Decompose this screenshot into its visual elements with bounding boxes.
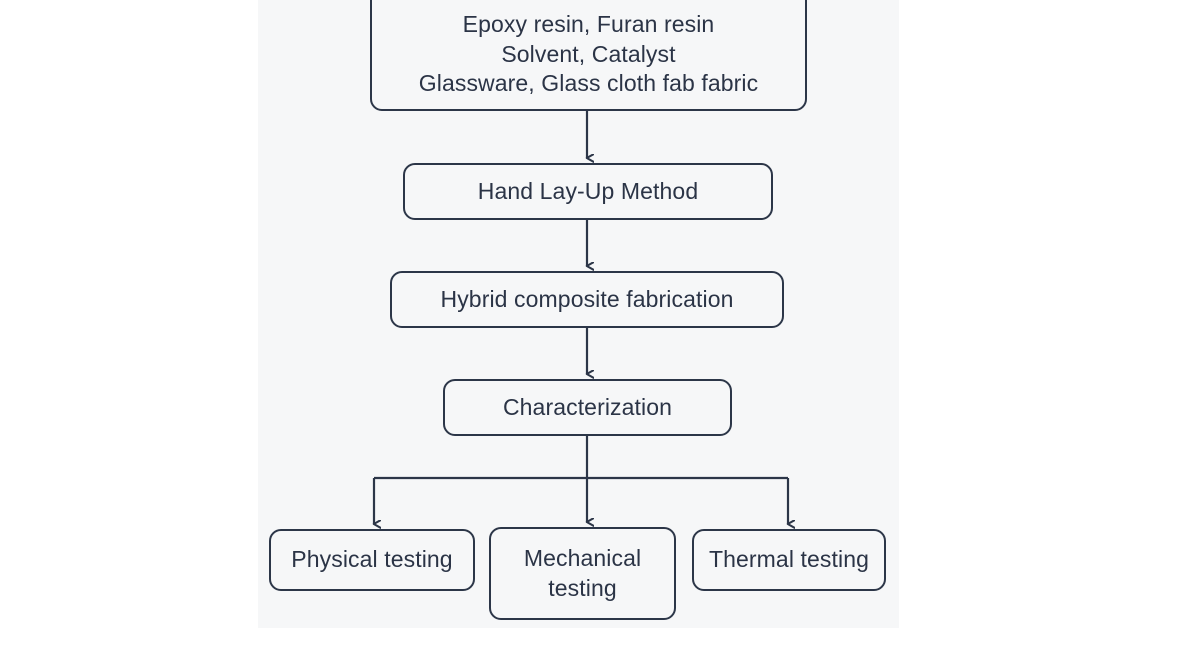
node-materials: Epoxy resin, Furan resin Solvent, Cataly…: [370, 0, 807, 111]
node-thermal-testing: Thermal testing: [692, 529, 886, 591]
node-hand-layup-method: Hand Lay-Up Method: [403, 163, 773, 220]
node-characterization: Characterization: [443, 379, 732, 436]
node-hybrid-composite-fabrication: Hybrid composite fabrication: [390, 271, 784, 328]
node-mechanical-testing: Mechanical testing: [489, 527, 676, 620]
node-physical-testing: Physical testing: [269, 529, 475, 591]
